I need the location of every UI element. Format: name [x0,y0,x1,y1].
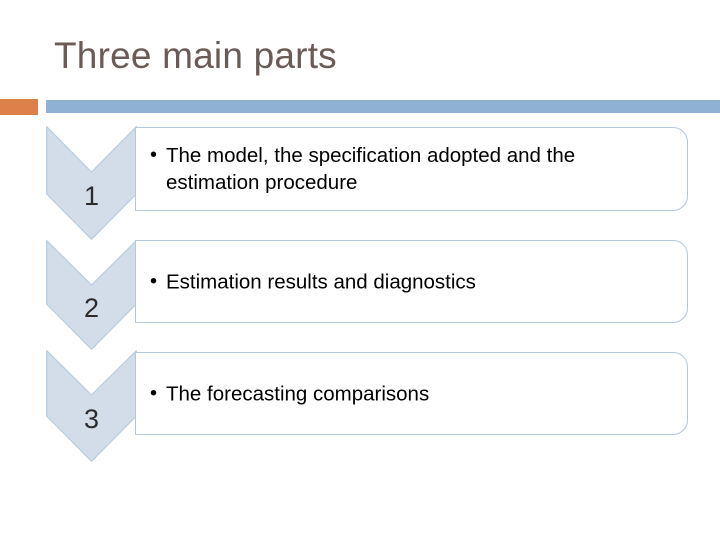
content-box-1: • The model, the specification adopted a… [135,127,688,211]
bullet-icon: • [150,382,158,404]
bullet-icon: • [150,144,158,166]
list-item: 3 • The forecasting comparisons [0,350,720,462]
list-item: 2 • Estimation results and diagnostics [0,240,720,350]
chevron-down-icon [46,240,137,350]
page-title: Three main parts [54,35,337,76]
chevron-marker-2: 2 [46,240,137,350]
bullet-icon: • [150,270,158,292]
title-accent-rule [0,99,38,115]
content-text-2: Estimation results and diagnostics [166,270,476,293]
content-text-3: The forecasting comparisons [166,382,430,405]
content-box-2: • Estimation results and diagnostics [135,240,688,323]
chevron-down-icon [46,126,137,240]
chevron-down-icon [46,350,137,462]
chevron-marker-3: 3 [46,350,137,462]
chevron-marker-1: 1 [46,126,137,240]
title-divider-rule [46,100,720,113]
list-item: 1 • The model, the specification adopted… [0,126,720,240]
content-box-3: • The forecasting comparisons [135,352,688,435]
content-text-1: The model, the specification adopted and… [166,144,576,194]
